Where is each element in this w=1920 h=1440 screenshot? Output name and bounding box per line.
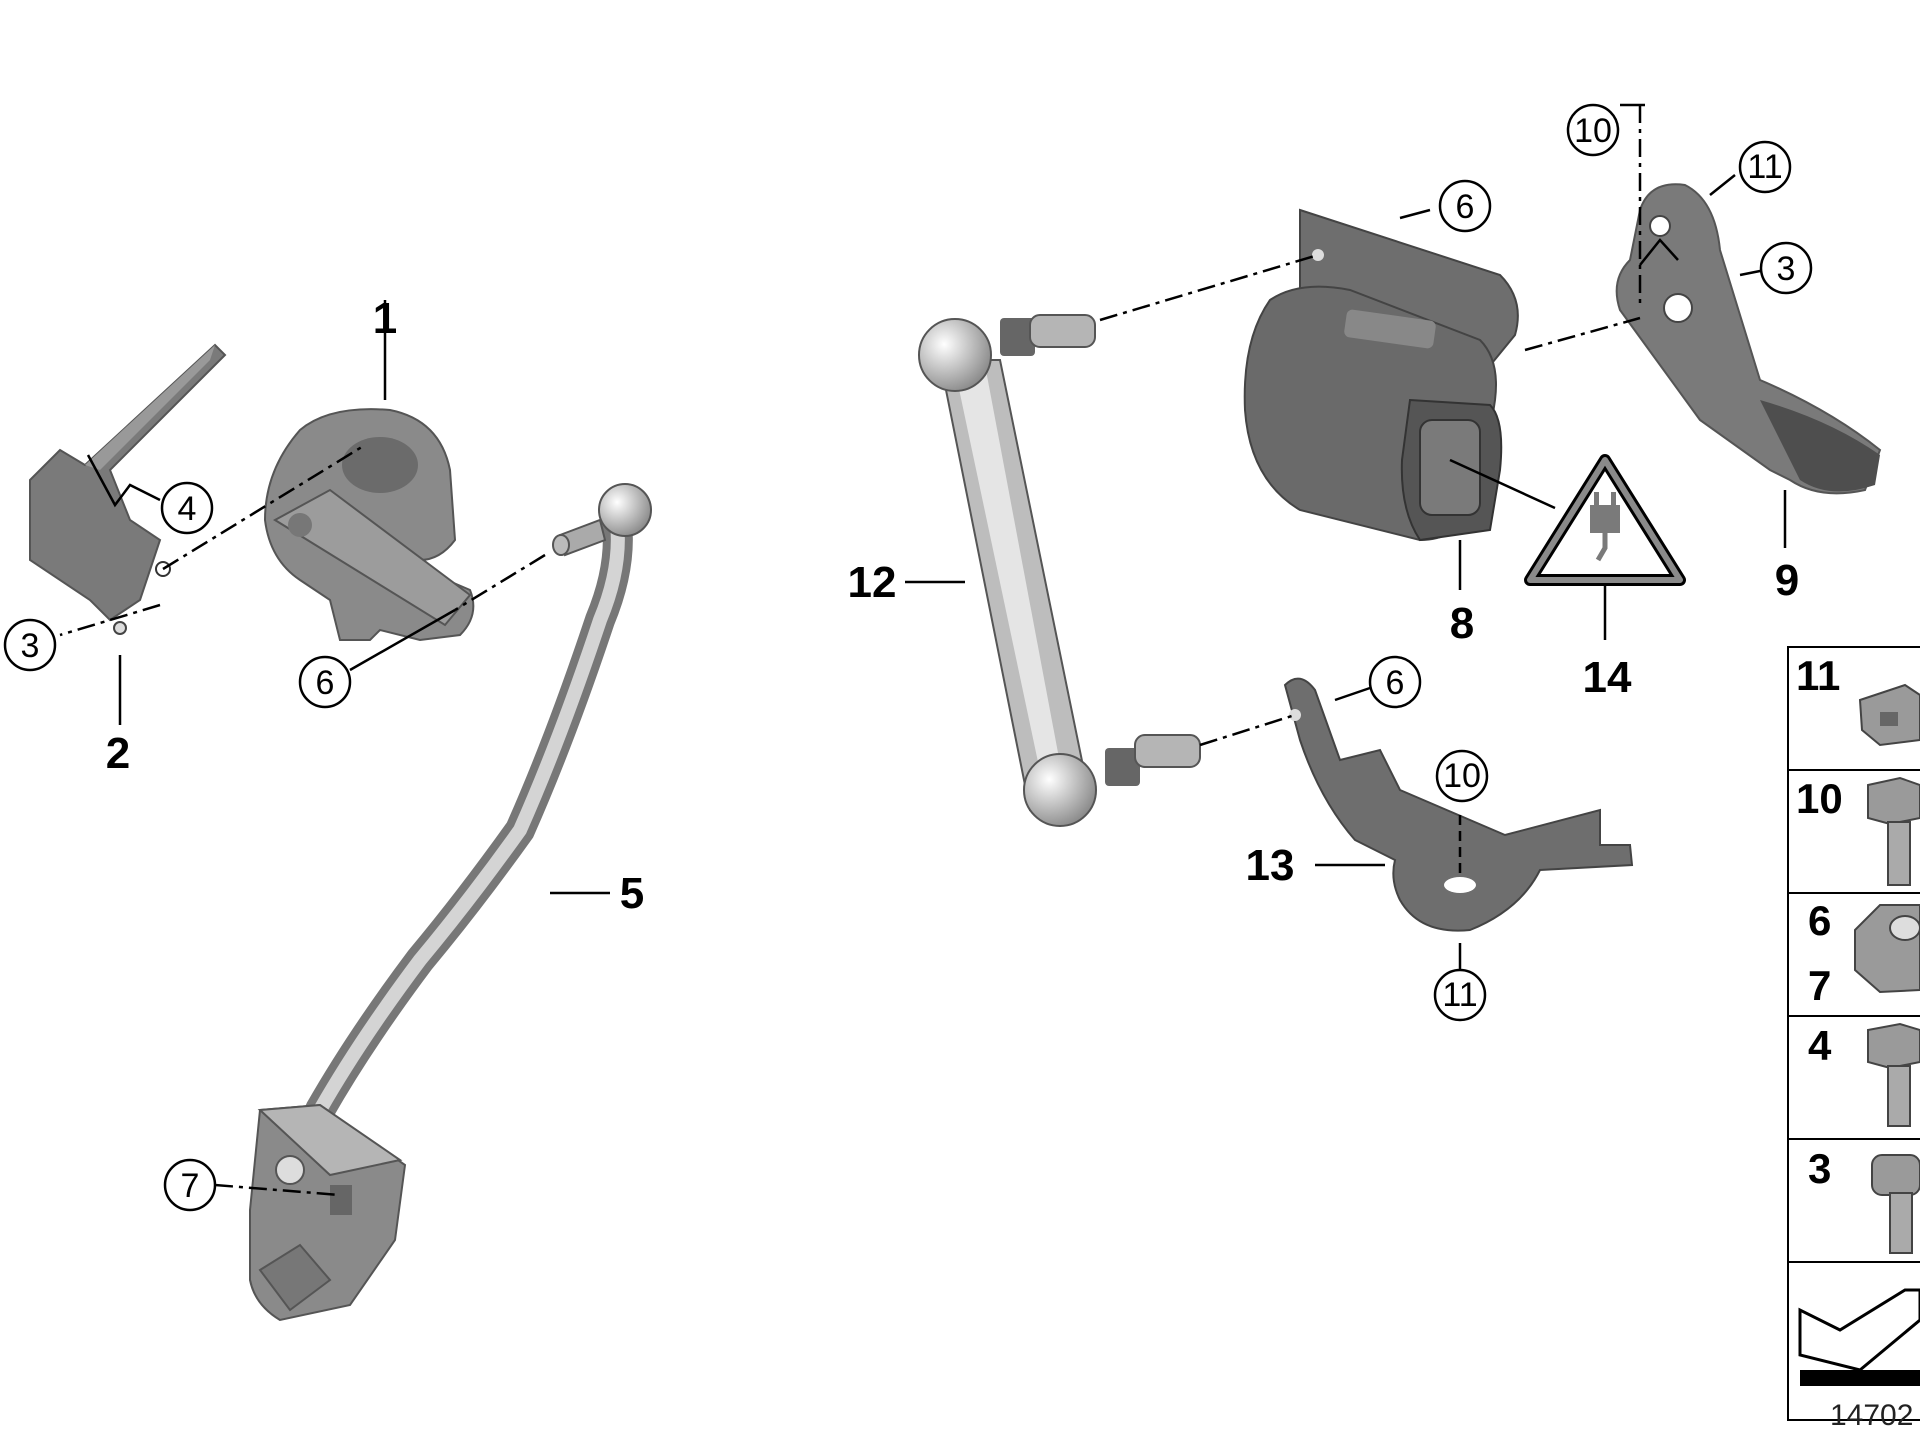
callout-4: 4 [178,490,197,528]
legend-label-11: 11 [1796,652,1840,699]
callout-13: 13 [1246,841,1295,890]
image-number: 14702 [1830,1399,1913,1432]
plain-callouts: 1 2 5 12 8 9 14 13 [106,294,1799,918]
callout-10-top: 10 [1574,112,1612,150]
legend-label-3: 3 [1808,1145,1831,1192]
coupling-link-part-12 [918,314,1201,827]
left-leader-lines [59,300,610,1197]
bracket-part-9 [1615,183,1882,495]
callout-5: 5 [620,869,644,918]
callout-14: 14 [1583,653,1632,702]
callout-10-bottom: 10 [1443,757,1481,795]
callout-12: 12 [848,558,897,607]
height-sensor-part-1 [263,408,475,642]
callout-9: 9 [1775,556,1799,605]
circled-callout-labels: 4 3 6 7 6 6 10 10 11 11 3 [21,112,1796,1205]
socket-cap-screw-icon [1871,1154,1920,1254]
warning-triangle-part-14 [1524,454,1686,586]
legend-label-4: 4 [1808,1022,1832,1069]
hex-bolt-icon [1867,1022,1920,1127]
plug-icon [1590,492,1620,562]
direction-arrow-icon [1798,1288,1920,1386]
legend-label-7: 7 [1808,962,1831,1009]
callout-3-left: 3 [21,627,40,665]
callout-7: 7 [181,1167,200,1205]
callout-6-left: 6 [316,664,335,702]
callout-2: 2 [106,729,130,778]
clip-nut-icon [1858,683,1920,747]
callout-6-bottom: 6 [1386,664,1405,702]
fastener-legend: 11 10 6 7 4 3 [1787,646,1920,1421]
circled-callouts [3,103,1813,1212]
right-leader-lines [905,103,1787,970]
legend-label-10: 10 [1796,775,1843,822]
callout-1: 1 [373,294,397,343]
connecting-rod-part-5 [249,483,652,1322]
hex-nut-icon [1854,904,1920,994]
bracket-part-13 [1283,677,1634,932]
callout-11-top: 11 [1747,148,1782,186]
sensor-body-part-8 [1243,208,1519,542]
callout-11-bottom: 11 [1442,976,1477,1014]
bracket-part-2 [29,343,227,635]
hex-bolt-icon [1867,776,1920,886]
legend-label-6: 6 [1808,897,1831,944]
callout-3-right: 3 [1777,250,1796,288]
callout-8: 8 [1450,599,1474,648]
callout-6-top: 6 [1456,188,1475,226]
